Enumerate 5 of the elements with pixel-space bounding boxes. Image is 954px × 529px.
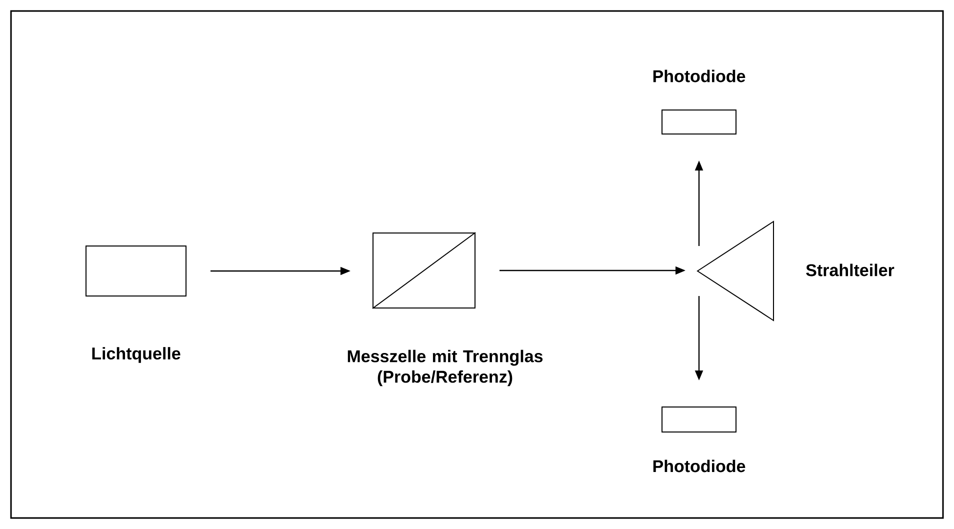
node-label: Photodiode (653, 70, 746, 82)
node-label: Strahlteiler (806, 264, 894, 276)
node-label: Lichtquelle (92, 347, 180, 363)
node-label: Photodiode (653, 460, 746, 472)
node-label: Messzelle mit Trennglas (Probe/Referenz) (348, 350, 543, 386)
